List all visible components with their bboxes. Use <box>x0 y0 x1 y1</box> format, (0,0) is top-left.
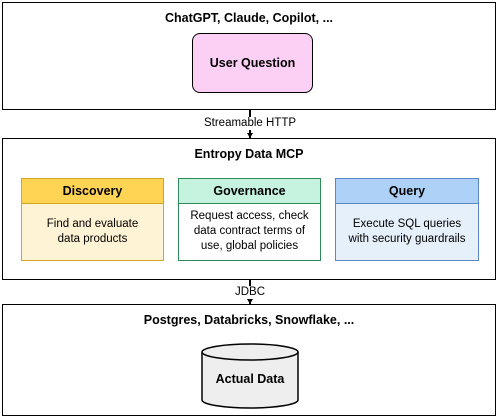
query-card-line: Execute SQL queries <box>352 217 462 230</box>
query-card-body: Execute SQL queries with security guardr… <box>336 204 478 259</box>
jdbc-connector-arrow <box>246 299 253 304</box>
http-connector-label: Streamable HTTP <box>150 117 350 130</box>
http-connector-arrow <box>246 133 253 138</box>
governance-card-title: Governance <box>179 179 320 204</box>
query-card-line: with security guardrails <box>348 232 466 245</box>
governance-card-line: use, global policies <box>200 240 299 252</box>
discovery-card: Discovery Find and evaluate data product… <box>21 178 164 261</box>
discovery-card-line: data products <box>57 232 128 245</box>
query-card: Query Execute SQL queries with security … <box>335 178 479 261</box>
jdbc-connector-label: JDBC <box>150 286 350 299</box>
query-card-title: Query <box>336 179 478 204</box>
sources-title: Postgres, Databricks, Snowflake, ... <box>143 313 355 327</box>
governance-card-line: data contract terms of <box>193 225 306 237</box>
database-label: Actual Data <box>215 372 285 386</box>
governance-card-line: Request access, check <box>190 210 309 222</box>
governance-card-body: Request access, check data contract term… <box>179 204 320 259</box>
user-question-label: User Question <box>209 56 296 70</box>
governance-card: Governance Request access, check data co… <box>178 178 321 261</box>
database-cylinder-icon <box>201 343 299 409</box>
discovery-card-title: Discovery <box>22 179 163 204</box>
discovery-card-line: Find and evaluate <box>46 217 139 230</box>
mcp-title: Entropy Data MCP <box>194 147 304 161</box>
clients-frame: ChatGPT, Claude, Copilot, ... User Quest… <box>2 2 496 110</box>
discovery-card-body: Find and evaluate data products <box>22 204 163 259</box>
clients-title: ChatGPT, Claude, Copilot, ... <box>164 11 334 25</box>
user-question-box: User Question <box>192 33 313 93</box>
